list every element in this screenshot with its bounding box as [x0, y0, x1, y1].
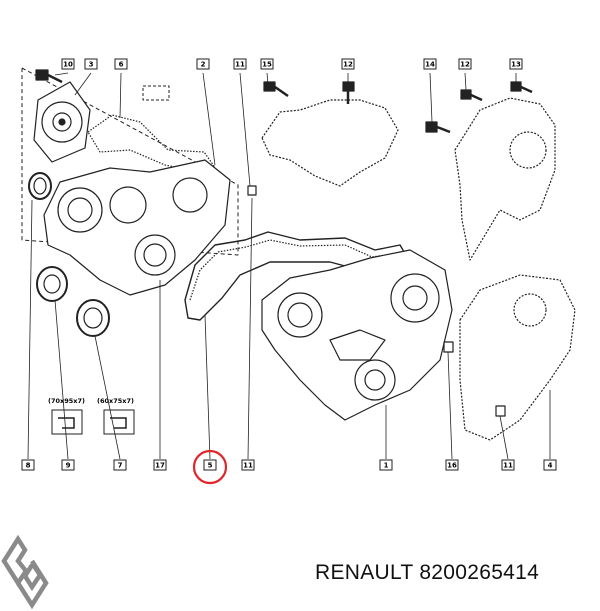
callout-bottom-9: 4 — [543, 459, 557, 471]
upper-middle-gasket — [261, 99, 399, 187]
callout-number: 13 — [511, 61, 521, 69]
part-number: 8200265414 — [419, 561, 540, 584]
dashed-marker — [142, 85, 170, 101]
subassembly-dashed-box — [21, 67, 239, 256]
callout-number: 7 — [118, 462, 123, 470]
callout-top-6: 12 — [341, 58, 355, 70]
front-timing-cover — [261, 249, 453, 421]
callout-top-1: 3 — [84, 58, 98, 70]
bolt-13 — [510, 81, 533, 94]
upper-right-gasket — [454, 97, 556, 261]
dowel-pin-11 — [495, 405, 506, 417]
bolt-15 — [263, 81, 289, 98]
oil-seal-60x75x7 — [76, 299, 110, 337]
callout-top-3: 2 — [196, 58, 210, 70]
oil-seal-70x95x7 — [36, 266, 68, 302]
callout-number: 2 — [201, 61, 206, 69]
bolt-10 — [35, 69, 63, 84]
seal-spec-label: (60x75x7) — [97, 397, 134, 405]
dowel-pin — [247, 185, 257, 196]
brand-name: RENAULT — [315, 561, 414, 584]
callout-number: 17 — [155, 462, 165, 470]
callout-top-8: 12 — [458, 58, 472, 70]
callout-number: 10 — [63, 61, 73, 69]
callout-number: 12 — [343, 61, 353, 69]
callout-top-4: 11 — [233, 58, 247, 70]
leader-lines — [27, 72, 551, 460]
seal-spec-70x95x7: (70x95x7) — [48, 397, 85, 435]
bolt-14 — [425, 121, 451, 134]
callout-number: 4 — [548, 462, 553, 470]
callout-bottom-6: 1 — [379, 459, 393, 471]
callout-bottom-5: 11 — [241, 459, 255, 471]
part-caption: RENAULT 8200265414 — [315, 561, 539, 585]
callout-top-5: 15 — [260, 58, 274, 70]
callout-bottom-3: 17 — [153, 459, 167, 471]
callout-top-9: 13 — [509, 58, 523, 70]
callout-number: 6 — [119, 61, 124, 69]
callout-number: 5 — [208, 462, 213, 470]
callout-top-0: 10 — [61, 58, 75, 70]
bolt-12-right — [460, 89, 483, 102]
seal-spec-label: (70x95x7) — [48, 397, 85, 405]
callouts-top: 10 3 6 2 11 15 12 14 12 13 — [61, 58, 523, 70]
callout-number: 3 — [89, 61, 94, 69]
callout-number: 1 — [384, 462, 389, 470]
callout-bottom-4: 5 — [203, 459, 217, 471]
seal-spec-60x75x7: (60x75x7) — [97, 397, 135, 435]
callout-number: 11 — [503, 462, 513, 470]
flange-plate — [33, 81, 91, 163]
callout-bottom-0: 8 — [21, 459, 35, 471]
oil-seal-small — [28, 172, 52, 200]
callout-number: 8 — [26, 462, 31, 470]
callout-top-7: 14 — [423, 58, 437, 70]
callout-number: 9 — [66, 462, 71, 470]
highlight-circle — [192, 449, 228, 485]
bolt-12-mid — [342, 81, 355, 104]
gasket-upper-left — [87, 114, 215, 173]
callout-number: 12 — [460, 61, 470, 69]
callout-bottom-2: 7 — [113, 459, 127, 471]
callout-number: 11 — [235, 61, 245, 69]
rear-timing-cover — [43, 159, 231, 296]
renault-diamond-logo — [1, 535, 49, 610]
callout-bottom-8: 11 — [501, 459, 515, 471]
callout-number: 14 — [425, 61, 435, 69]
callout-number: 16 — [447, 462, 457, 470]
callout-number: 11 — [243, 462, 253, 470]
rear-gasket-right — [459, 274, 576, 441]
callout-number: 15 — [262, 61, 272, 69]
dowel-pin-16 — [443, 341, 454, 353]
callout-bottom-7: 16 — [445, 459, 459, 471]
callout-top-2: 6 — [114, 58, 128, 70]
callout-bottom-1: 9 — [61, 459, 75, 471]
